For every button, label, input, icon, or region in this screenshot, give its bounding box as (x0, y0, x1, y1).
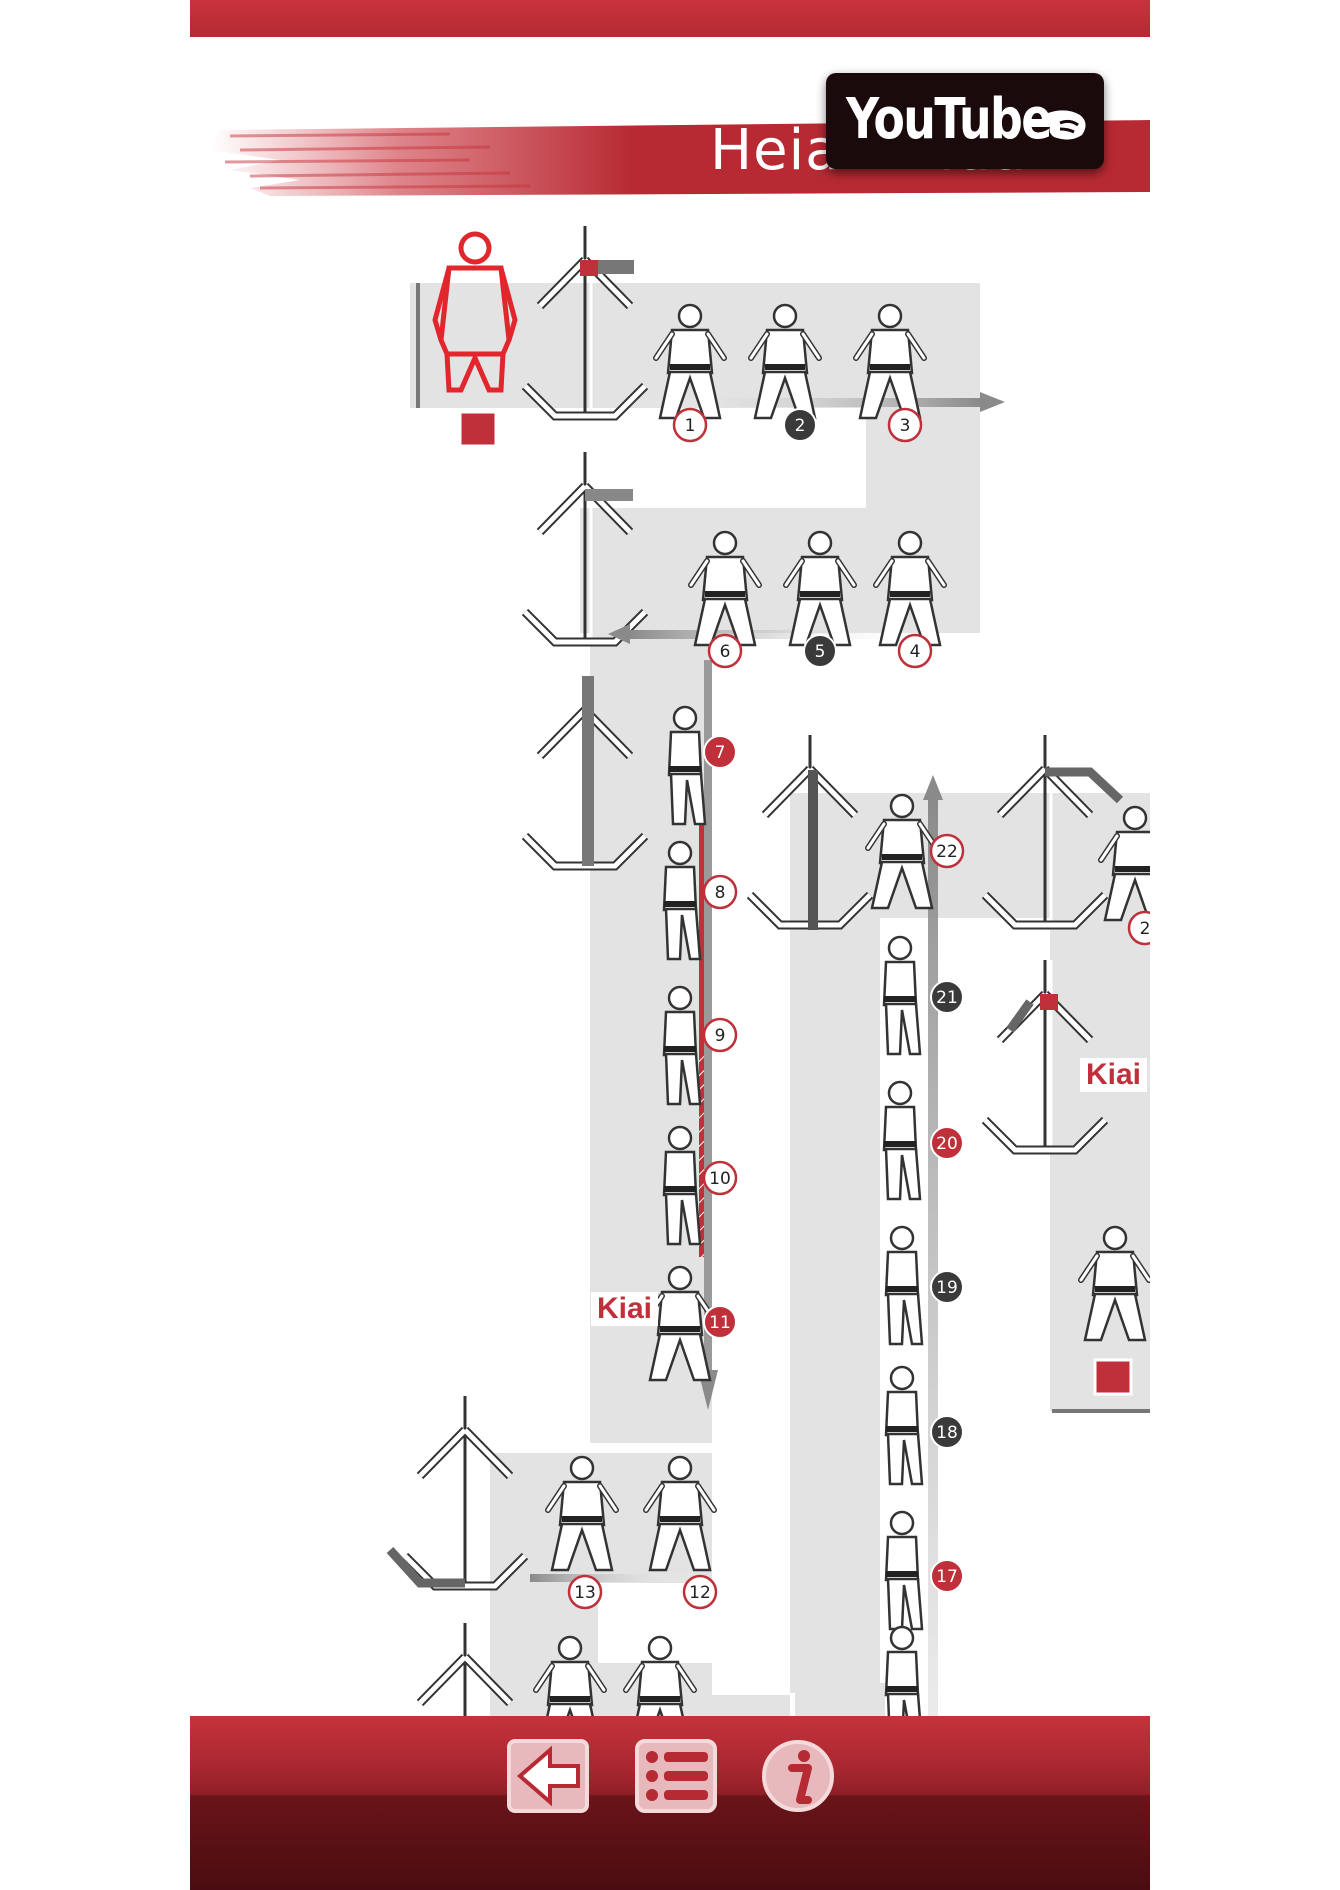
step-marker: 4 (897, 633, 933, 669)
step-marker: 13 (567, 1574, 603, 1610)
step-number: 9 (715, 1026, 726, 1046)
step-number: 13 (574, 1583, 596, 1603)
youtube-label: YouTube (846, 87, 1052, 152)
step-number: 17 (936, 1567, 958, 1587)
menu-list-button[interactable] (634, 1738, 718, 1814)
step-marker: 10 (702, 1160, 738, 1196)
step-number: 10 (709, 1169, 731, 1189)
pointing-hand-icon (1026, 110, 1086, 140)
youtube-button[interactable]: YouTube (826, 73, 1104, 169)
step-number: 5 (815, 642, 826, 662)
step-marker: 2 (1127, 910, 1150, 946)
step-marker: 5 (803, 634, 837, 668)
step-number: 8 (715, 883, 726, 903)
step-marker: 22 (929, 833, 965, 869)
step-number: 1 (685, 416, 696, 436)
step-number: 7 (715, 743, 726, 763)
app-screen: Heian Nidan YouTube (190, 0, 1150, 1890)
step-number: 4 (910, 642, 921, 662)
arrow-left-icon (516, 1745, 580, 1807)
list-icon (646, 1751, 708, 1801)
step-number: 22 (936, 842, 958, 862)
step-number: 2 (1140, 919, 1150, 939)
step-marker: 8 (702, 874, 738, 910)
step-marker: 7 (703, 735, 737, 769)
step-marker: 1 (672, 407, 708, 443)
step-marker: 2 (783, 408, 817, 442)
info-icon (788, 1750, 812, 1804)
step-number: 21 (936, 988, 958, 1008)
step-number: 12 (689, 1583, 711, 1603)
back-button[interactable] (506, 1738, 590, 1814)
step-number: 19 (936, 1278, 958, 1298)
step-marker: 9 (702, 1017, 738, 1053)
step-number: 2 (795, 416, 806, 436)
step-marker: 11 (703, 1305, 737, 1339)
step-number: 3 (900, 416, 911, 436)
kiai-label: Kiai (1080, 1058, 1148, 1092)
step-number: 20 (936, 1134, 958, 1154)
top-bar (190, 0, 1150, 37)
start-figure (432, 231, 518, 393)
step-marker: 19 (930, 1270, 964, 1304)
step-marker: 18 (930, 1415, 964, 1449)
info-button[interactable] (756, 1738, 840, 1814)
step-number: 6 (720, 642, 731, 662)
step-marker: 12 (682, 1574, 718, 1610)
step-marker: 20 (930, 1126, 964, 1160)
step-marker: 21 (930, 980, 964, 1014)
step-number: 11 (709, 1313, 731, 1333)
step-marker: 17 (930, 1559, 964, 1593)
step-number: 18 (936, 1423, 958, 1443)
kiai-label: Kiai (591, 1292, 659, 1326)
step-marker: 6 (707, 633, 743, 669)
step-marker: 3 (887, 407, 923, 443)
